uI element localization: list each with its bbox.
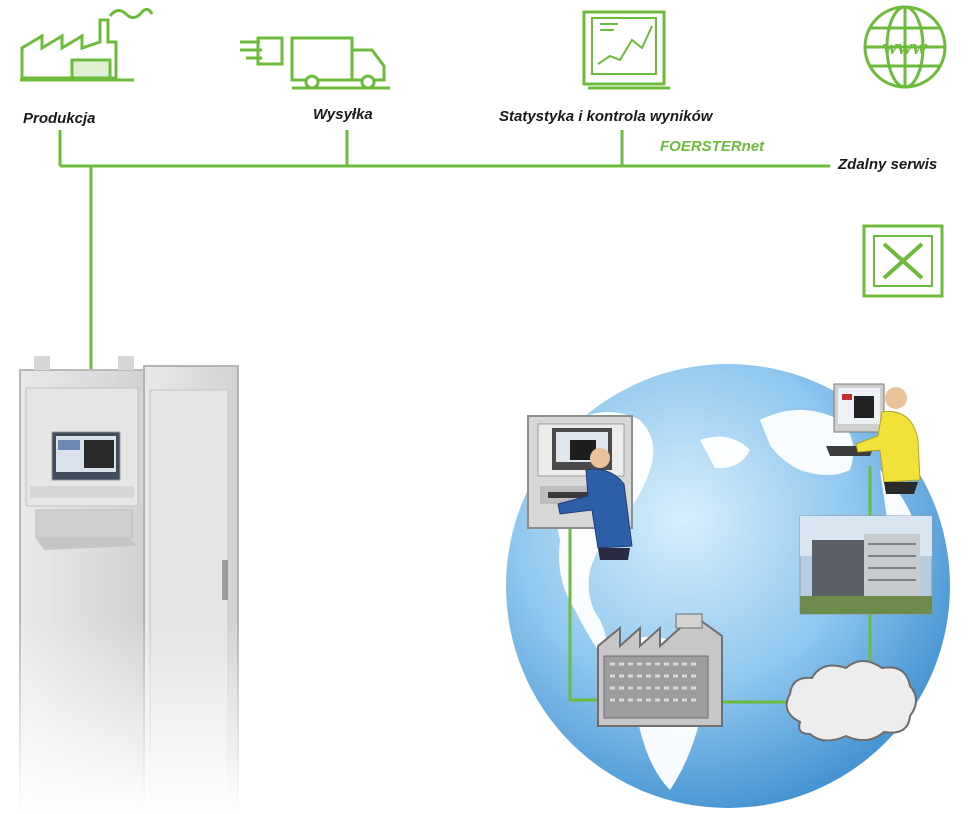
label-shipping: Wysyłka [313, 106, 373, 123]
truck-icon [240, 36, 390, 90]
label-production: Produkcja [23, 110, 96, 127]
label-network: FOERSTERnet [660, 138, 765, 155]
globe-links [568, 466, 872, 704]
label-statistics: Statystyka i kontrola wyników [499, 108, 713, 125]
internet-cloud-icon [785, 660, 917, 742]
operator-workstation-icon [527, 415, 633, 560]
network-bus [58, 130, 830, 372]
plant-icon [597, 613, 723, 727]
office-building-icon [799, 515, 933, 615]
statistics-chart-icon [582, 10, 670, 90]
svg-text:www: www [883, 34, 927, 59]
label-remote-service: Zdalny serwis [838, 156, 938, 173]
excel-icon [862, 224, 944, 298]
www-globe-icon: www [863, 5, 947, 89]
factory-icon [20, 7, 154, 82]
test-cabinet-icon [0, 356, 250, 814]
remote-engineer-icon [826, 383, 921, 494]
